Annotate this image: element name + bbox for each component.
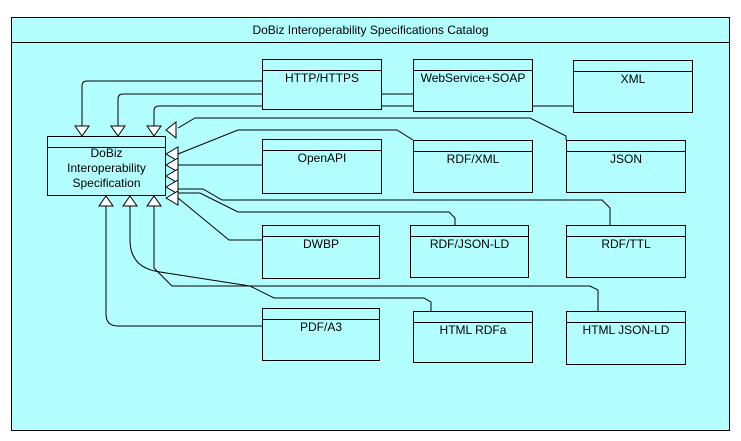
spec-label-openapi: OpenAPI [297,151,347,165]
arrowhead-htmljsonld [146,195,162,207]
component-header-bar [414,141,532,152]
arrowhead-dwbp [165,190,179,206]
component-header-bar [574,61,692,72]
arrowhead-htmlrdfa [122,195,138,207]
spec-box-pdfa3[interactable]: PDF/A3 [262,308,380,361]
arrowhead-rdfxml [165,146,179,162]
spec-label-rdfxml: RDF/XML [446,152,500,166]
connector-htmljsonld [153,206,599,311]
component-header-bar [567,226,685,237]
connector-pdfa3 [105,206,262,327]
component-header-bar [567,141,685,152]
arrowhead-webservice [110,125,126,137]
arrowhead-rdfjsonld [165,179,179,195]
spec-label-pdfa3: PDF/A3 [299,320,342,334]
spec-label-htmljsonld: HTML JSON-LD [582,323,670,337]
arrowhead-openapi [165,157,179,173]
spec-box-json[interactable]: JSON [566,140,686,193]
spec-label-xml: XML [620,72,646,86]
arrowhead-json [165,120,177,140]
spec-box-http[interactable]: HTTP/HTTPS [262,59,382,110]
spec-box-rdfttl[interactable]: RDF/TTL [566,225,686,278]
connector-http [81,80,262,126]
connector-xml [153,105,573,126]
connector-json [177,117,567,140]
arrowhead-xml [146,125,162,137]
connector-rdfxml [177,129,414,155]
arrowhead-pdfa3 [98,195,114,207]
component-header-bar [567,312,685,323]
connector-webservice [117,93,413,126]
spec-box-rdfxml[interactable]: RDF/XML [413,140,533,193]
connector-rdfttl [178,188,611,225]
main-specification-label: DoBiz Interoperability Specification [67,146,146,190]
spec-label-json: JSON [609,152,642,166]
component-header-bar [411,226,528,237]
spec-box-htmljsonld[interactable]: HTML JSON-LD [566,311,686,365]
catalog-title: DoBiz Interoperability Specifications Ca… [12,18,729,43]
spec-box-htmlrdfa[interactable]: HTML RDFa [413,311,533,363]
spec-label-rdfttl: RDF/TTL [601,237,651,251]
spec-box-webservice[interactable]: WebService+SOAP [413,59,533,112]
component-header-bar [263,60,381,71]
arrowhead-http [74,125,90,137]
spec-label-dwbp: DWBP [303,237,339,251]
connector-dwbp [177,197,262,241]
spec-box-rdfjsonld[interactable]: RDF/JSON-LD [410,225,529,278]
component-header-bar [263,140,381,151]
component-header-bar [263,309,379,320]
spec-label-webservice: WebService+SOAP [420,71,526,85]
spec-label-rdfjsonld: RDF/JSON-LD [429,237,510,251]
component-header-bar [414,60,532,71]
main-specification-box[interactable]: DoBiz Interoperability Specification [47,136,166,196]
arrowhead-rdfttl [165,168,179,184]
connector-rdfjsonld [178,192,456,225]
spec-label-http: HTTP/HTTPS [285,71,359,85]
component-header-bar [48,137,165,148]
spec-box-openapi[interactable]: OpenAPI [262,139,382,194]
spec-box-dwbp[interactable]: DWBP [262,225,380,279]
connector-htmlrdfa [129,206,432,311]
spec-box-xml[interactable]: XML [573,60,693,113]
spec-label-htmlrdfa: HTML RDFa [439,323,507,337]
component-header-bar [263,226,379,237]
component-header-bar [414,312,532,323]
